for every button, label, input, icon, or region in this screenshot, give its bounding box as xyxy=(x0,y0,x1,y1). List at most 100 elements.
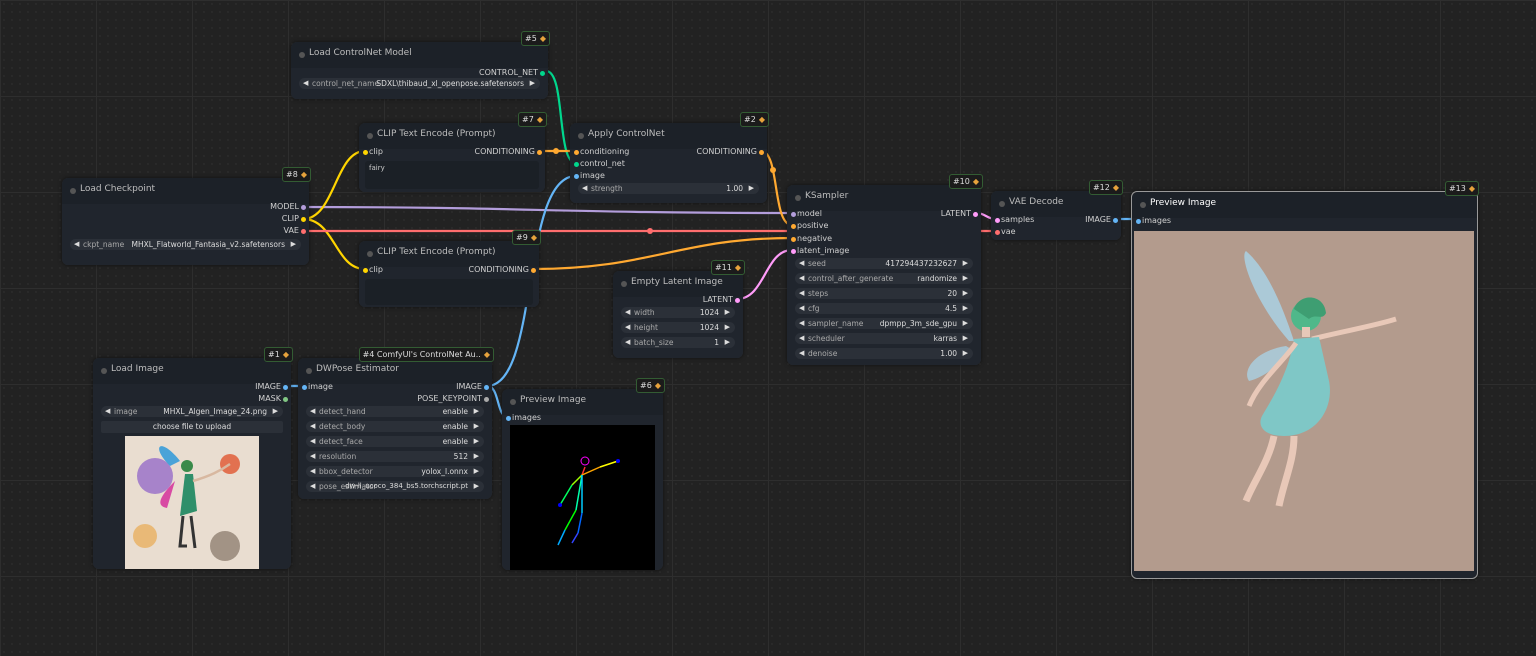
prompt-textarea[interactable]: fairy xyxy=(365,161,539,189)
output-mask[interactable]: MASK xyxy=(258,394,288,403)
link-clip-pos xyxy=(301,149,367,221)
output-clip[interactable]: CLIP xyxy=(282,214,306,223)
input-clip[interactable]: clip xyxy=(363,147,383,156)
arrow-left-icon: ◀ xyxy=(799,259,805,267)
node-title: CLIP Text Encode (Prompt) xyxy=(377,247,496,257)
collapse-dot[interactable] xyxy=(70,188,76,194)
input-images[interactable]: images xyxy=(506,413,541,422)
node-title: KSampler xyxy=(805,191,849,201)
badge-icon: ◆ xyxy=(972,177,979,186)
arrow-right-icon: ▶ xyxy=(962,349,968,357)
input-image[interactable]: image xyxy=(302,382,333,391)
upload-button[interactable]: choose file to upload xyxy=(101,421,283,433)
collapse-dot[interactable] xyxy=(367,133,373,139)
collapse-dot[interactable] xyxy=(621,281,627,287)
badge-icon: ◆ xyxy=(654,381,661,390)
collapse-dot[interactable] xyxy=(367,251,373,257)
node-apply-controlnet[interactable]: Apply ControlNet #2◆ conditioning CONDIT… xyxy=(570,112,769,203)
output-latent[interactable]: LATENT xyxy=(703,295,740,304)
node-badge: #9◆ xyxy=(512,230,541,245)
node-badge: #5◆ xyxy=(521,31,550,46)
badge-icon: ◆ xyxy=(530,233,537,242)
collapse-dot[interactable] xyxy=(306,368,312,374)
node-dwpose-estimator[interactable]: DWPose Estimator #4 ComfyUI's ControlNet… xyxy=(298,347,494,499)
badge-icon: ◆ xyxy=(282,350,289,359)
input-model[interactable]: model xyxy=(791,209,822,218)
input-positive[interactable]: positive xyxy=(791,221,828,230)
node-ksampler[interactable]: KSampler #10◆ model LATENT positive nega… xyxy=(787,174,983,365)
collapse-dot[interactable] xyxy=(101,368,107,374)
output-conditioning[interactable]: CONDITIONING xyxy=(697,147,764,156)
node-load-checkpoint[interactable]: Load Checkpoint #8◆ MODEL CLIP VAE ◀ckpt… xyxy=(62,167,311,265)
input-control-net[interactable]: control_net xyxy=(574,159,625,168)
link-cond-neg xyxy=(532,236,794,271)
collapse-dot[interactable] xyxy=(1140,202,1146,208)
output-control-net[interactable]: CONTROL_NET xyxy=(479,68,545,77)
output-vae[interactable]: VAE xyxy=(284,226,306,235)
prompt-textarea[interactable] xyxy=(365,279,533,305)
input-vae[interactable]: vae xyxy=(995,227,1016,236)
input-image[interactable]: image xyxy=(574,171,605,180)
arrow-left-icon: ◀ xyxy=(582,184,588,192)
input-samples[interactable]: samples xyxy=(995,215,1034,224)
collapse-dot[interactable] xyxy=(578,133,584,139)
output-conditioning[interactable]: CONDITIONING xyxy=(469,265,536,274)
badge-icon: ◆ xyxy=(1468,184,1475,193)
output-image[interactable]: IMAGE xyxy=(1085,215,1118,224)
output-image[interactable]: IMAGE xyxy=(456,382,489,391)
node-vae-decode[interactable]: VAE Decode #12◆ samples IMAGE vae xyxy=(991,180,1123,240)
arrow-right-icon: ▶ xyxy=(724,338,730,346)
input-negative[interactable]: negative xyxy=(791,234,832,243)
input-clip[interactable]: clip xyxy=(363,265,383,274)
node-load-controlnet[interactable]: Load ControlNet Model #5◆ CONTROL_NET ◀c… xyxy=(291,31,550,99)
arrow-left-icon: ◀ xyxy=(799,334,805,342)
input-conditioning[interactable]: conditioning xyxy=(574,147,629,156)
node-badge: #10◆ xyxy=(948,174,983,189)
input-images[interactable]: images xyxy=(1136,216,1171,225)
node-clip-text-encode-positive[interactable]: CLIP Text Encode (Prompt) #7◆ clip CONDI… xyxy=(359,112,547,192)
collapse-dot[interactable] xyxy=(510,399,516,405)
badge-icon: ◆ xyxy=(539,34,546,43)
output-image[interactable]: IMAGE xyxy=(255,382,288,391)
output-pose-keypoint[interactable]: POSE_KEYPOINT xyxy=(417,394,489,403)
arrow-left-icon: ◀ xyxy=(625,338,631,346)
arrow-right-icon: ▶ xyxy=(748,184,754,192)
collapse-dot[interactable] xyxy=(999,201,1005,207)
output-model[interactable]: MODEL xyxy=(270,202,306,211)
badge-icon: ◆ xyxy=(734,263,741,272)
output-latent[interactable]: LATENT xyxy=(941,209,978,218)
node-badge: #11◆ xyxy=(710,260,745,275)
collapse-dot[interactable] xyxy=(299,52,305,58)
input-latent-image[interactable]: latent_image xyxy=(791,246,849,255)
arrow-left-icon: ◀ xyxy=(310,407,316,415)
output-conditioning[interactable]: CONDITIONING xyxy=(475,147,542,156)
node-preview-image-output[interactable]: Preview Image #13◆ images xyxy=(1131,181,1479,579)
node-clip-text-encode-negative[interactable]: CLIP Text Encode (Prompt) #9◆ clip CONDI… xyxy=(359,230,541,307)
arrow-right-icon: ▶ xyxy=(724,308,730,316)
node-preview-image-pose[interactable]: Preview Image #6◆ images xyxy=(502,378,665,570)
arrow-right-icon: ▶ xyxy=(529,79,535,87)
collapse-dot[interactable] xyxy=(795,195,801,201)
